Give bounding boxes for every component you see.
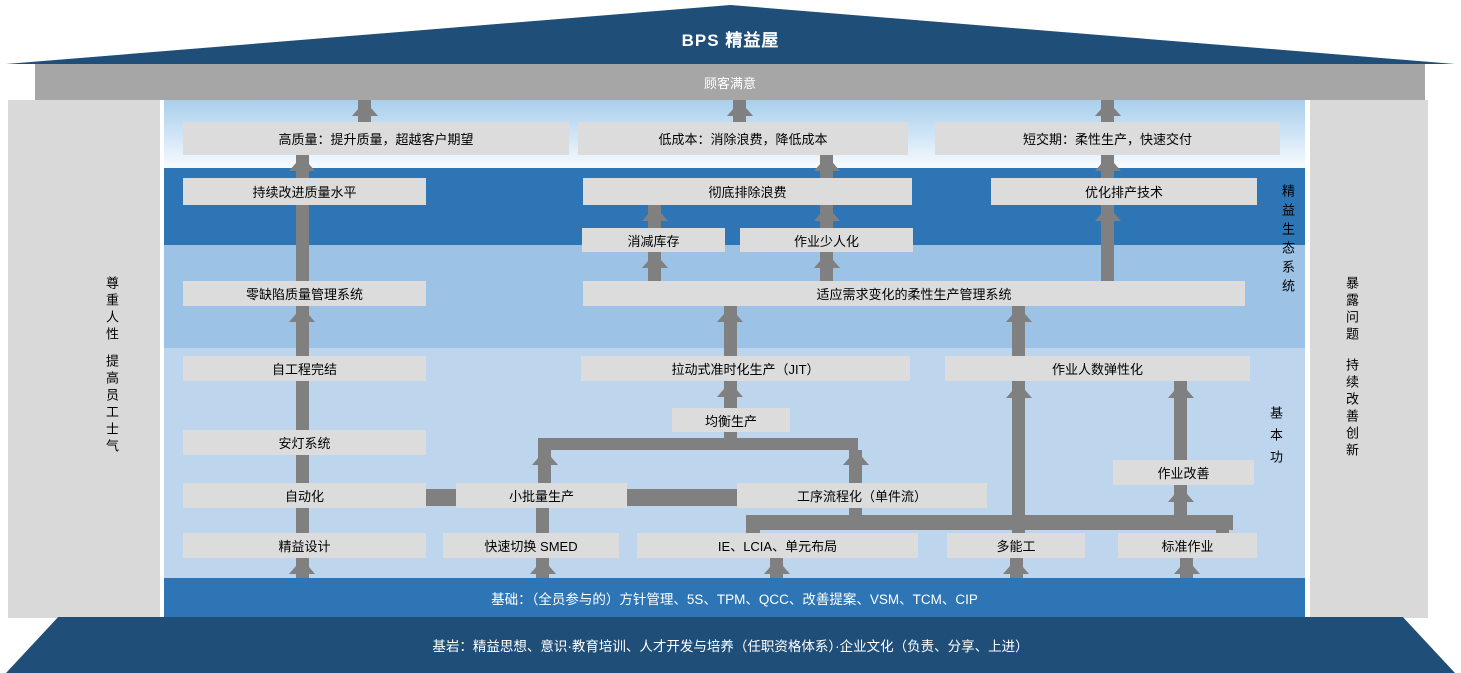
right-pillar-label-expose-problems: 暴露问题 [1344,276,1359,344]
flow-shaft [1012,381,1025,533]
box-standard-work: 标准作业 [1118,533,1257,558]
box-andon-system: 安灯系统 [183,430,426,455]
up-arrowhead-icon [1095,206,1121,221]
up-arrowhead-icon [1003,559,1029,574]
box-jit-pull-production: 拉动式准时化生产（JIT） [581,356,910,381]
up-arrowhead-icon [1095,156,1121,171]
flow-link-bar [426,489,457,506]
box-flexible-staffing: 作业人数弹性化 [945,356,1250,381]
flow-shaft [746,527,760,534]
box-multi-skilled-worker: 多能工 [947,533,1085,558]
box-zero-defect-quality-system: 零缺陷质量管理系统 [183,281,426,306]
flow-shaft [1216,522,1229,533]
box-flexible-production-system: 适应需求变化的柔性生产管理系统 [583,281,1245,306]
box-jidoka: 自动化 [183,483,426,508]
up-arrowhead-icon [1006,307,1032,322]
box-smed-quick-changeover: 快速切换 SMED [443,533,619,558]
up-arrowhead-icon [814,156,840,171]
up-arrowhead-icon [530,559,556,574]
foundation-band: 基础：（全员参与的）方针管理、5S、TPM、QCC、改善提案、VSM、TCM、C… [164,578,1305,618]
left-pillar-label-morale: 提高员工士气 [104,354,119,456]
box-continuous-quality-improvement: 持续改进质量水平 [183,178,426,205]
up-arrowhead-icon [814,253,840,268]
box-process-flow-one-piece: 工序流程化（单件流） [737,483,987,508]
bedrock-base: 基岩：精益思想、意识·教育培训、人才开发与培养（任职资格体系）·企业文化（负责、… [6,617,1455,673]
up-arrowhead-icon [642,206,668,221]
box-low-manning: 作业少人化 [740,228,913,252]
up-arrowhead-icon [1168,383,1194,398]
box-ie-lcia-cell-layout: IE、LCIA、单元布局 [637,533,918,558]
flow-connector-bar [538,438,858,450]
flow-connector-bar [746,515,1233,530]
up-arrowhead-icon [814,206,840,221]
up-arrowhead-icon [717,307,743,322]
left-pillar-label-respect: 尊重人性 [104,276,119,344]
basic-skills-label: 基本功 [1268,406,1283,472]
up-arrowhead-icon [289,307,315,322]
box-reduce-inventory: 消减库存 [582,228,725,252]
up-arrowhead-icon [1006,383,1032,398]
box-optimize-scheduling: 优化排产技术 [991,178,1257,205]
box-small-lot-production: 小批量生产 [456,483,627,508]
box-lean-design: 精益设计 [183,533,426,558]
box-eliminate-waste: 彻底排除浪费 [583,178,912,205]
up-arrowhead-icon [1168,487,1194,502]
up-arrowhead-icon [1174,559,1200,574]
customer-satisfaction-label: 顾客满意 [703,75,756,91]
box-goal-high-quality: 高质量：提升质量，超越客户期望 [183,122,569,155]
up-arrowhead-icon [289,559,315,574]
flow-link-bar [627,489,737,506]
up-arrowhead-icon [764,559,790,574]
box-job-improvement: 作业改善 [1113,460,1254,485]
right-pillar-label-continuous-improvement: 持续改善创新 [1344,358,1359,460]
flow-shaft [536,507,549,533]
up-arrowhead-icon [727,101,753,116]
up-arrowhead-icon [717,382,743,397]
up-arrowhead-icon [532,450,558,465]
left-pillar [8,100,160,618]
box-self-process-completion: 自工程完结 [183,356,426,381]
up-arrowhead-icon [843,450,869,465]
bedrock-label: 基岩：精益思想、意识·教育培训、人才开发与培养（任职资格体系）·企业文化（负责、… [432,639,1029,654]
box-goal-low-cost: 低成本：消除浪费，降低成本 [578,122,908,155]
right-pillar [1310,100,1428,618]
up-arrowhead-icon [289,156,315,171]
up-arrowhead-icon [1095,101,1121,116]
up-arrowhead-icon [642,253,668,268]
lean-ecosystem-label: 精益生态系统 [1280,184,1295,298]
box-goal-short-leadtime: 短交期：柔性生产，快速交付 [935,122,1280,155]
foundation-label: 基础：（全员参与的）方针管理、5S、TPM、QCC、改善提案、VSM、TCM、C… [491,592,978,607]
box-heijunka: 均衡生产 [672,408,790,432]
diagram-title: BPS 精益屋 [681,31,780,50]
up-arrowhead-icon [352,101,378,116]
customer-satisfaction-bar: 顾客满意 [35,64,1425,100]
